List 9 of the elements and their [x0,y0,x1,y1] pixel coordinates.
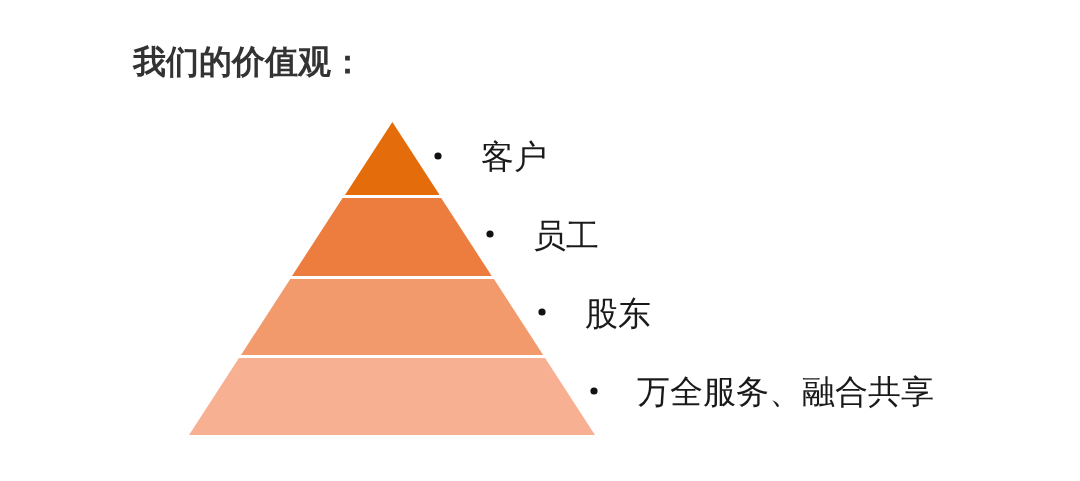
pyramid-tier [292,198,492,276]
title: 我们的价值观： [133,42,364,82]
pyramid-tier [240,279,544,355]
tier-label: 万全服务、融合共享 [637,372,934,412]
pyramid-tier [189,358,595,435]
tier-label: 客户 [481,137,547,177]
tier-label: 员工 [533,216,599,256]
pyramid-top [344,122,440,195]
tier-label: 股东 [585,294,651,334]
